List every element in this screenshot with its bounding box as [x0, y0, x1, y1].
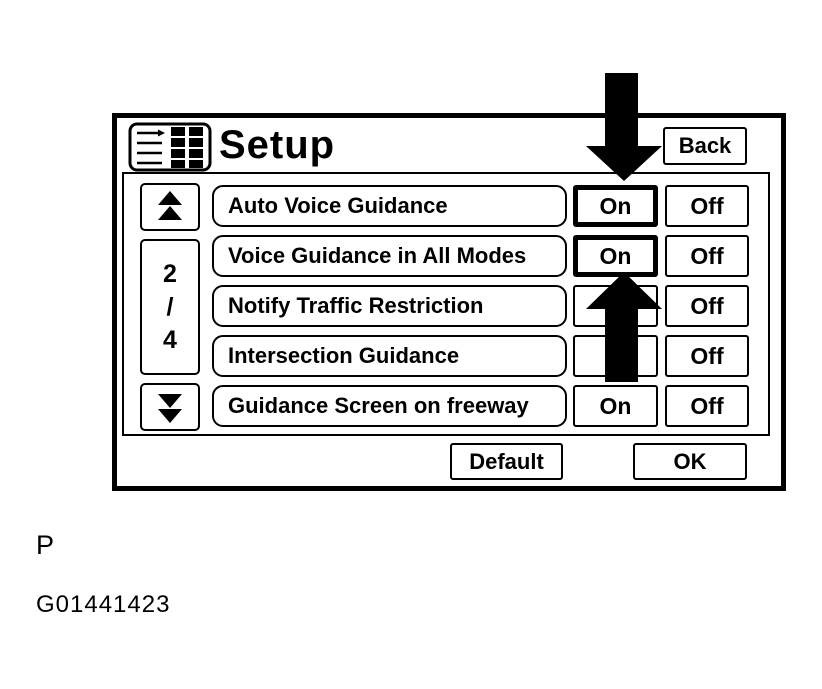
- menu-list-icon: [128, 122, 212, 172]
- guidance-screen-freeway-on-button[interactable]: On: [573, 385, 658, 427]
- voice-guidance-all-modes-on-button[interactable]: On: [573, 235, 658, 277]
- figure-id: G01441423: [36, 591, 171, 618]
- auto-voice-guidance-off-button[interactable]: Off: [665, 185, 749, 227]
- auto-voice-guidance-on-button[interactable]: On: [573, 185, 658, 227]
- intersection-guidance-off-button[interactable]: Off: [665, 335, 749, 377]
- back-button[interactable]: Back: [663, 127, 747, 165]
- guidance-screen-freeway-off-button[interactable]: Off: [665, 385, 749, 427]
- setting-label-notify-traffic-restriction: Notify Traffic Restriction: [212, 285, 567, 327]
- page-title: Setup: [219, 123, 336, 167]
- voice-guidance-all-modes-off-button[interactable]: Off: [665, 235, 749, 277]
- setting-label-guidance-screen-freeway: Guidance Screen on freeway: [212, 385, 567, 427]
- page-indicator: 2 / 4: [140, 239, 200, 375]
- settings-list: 2 / 4 Auto Voice Guidance On Off Voice G…: [122, 172, 770, 436]
- default-button[interactable]: Default: [450, 443, 563, 480]
- ok-button[interactable]: OK: [633, 443, 747, 480]
- page-current: 2: [163, 259, 177, 288]
- setting-label-voice-guidance-all-modes: Voice Guidance in All Modes: [212, 235, 567, 277]
- notify-traffic-restriction-off-button[interactable]: Off: [665, 285, 749, 327]
- figure-label-p: P: [36, 530, 55, 560]
- double-up-arrow-icon: [158, 191, 182, 220]
- notify-traffic-restriction-on-button[interactable]: [573, 285, 658, 327]
- intersection-guidance-on-button[interactable]: [573, 335, 658, 377]
- page-total: 4: [163, 325, 177, 354]
- setting-label-intersection-guidance: Intersection Guidance: [212, 335, 567, 377]
- scroll-down-button[interactable]: [140, 383, 200, 431]
- setting-label-auto-voice-guidance: Auto Voice Guidance: [212, 185, 567, 227]
- page-separator: /: [166, 292, 174, 321]
- setup-screen-panel: Setup Back 2 / 4: [112, 113, 786, 491]
- double-down-arrow-icon: [158, 394, 182, 423]
- scroll-up-button[interactable]: [140, 183, 200, 231]
